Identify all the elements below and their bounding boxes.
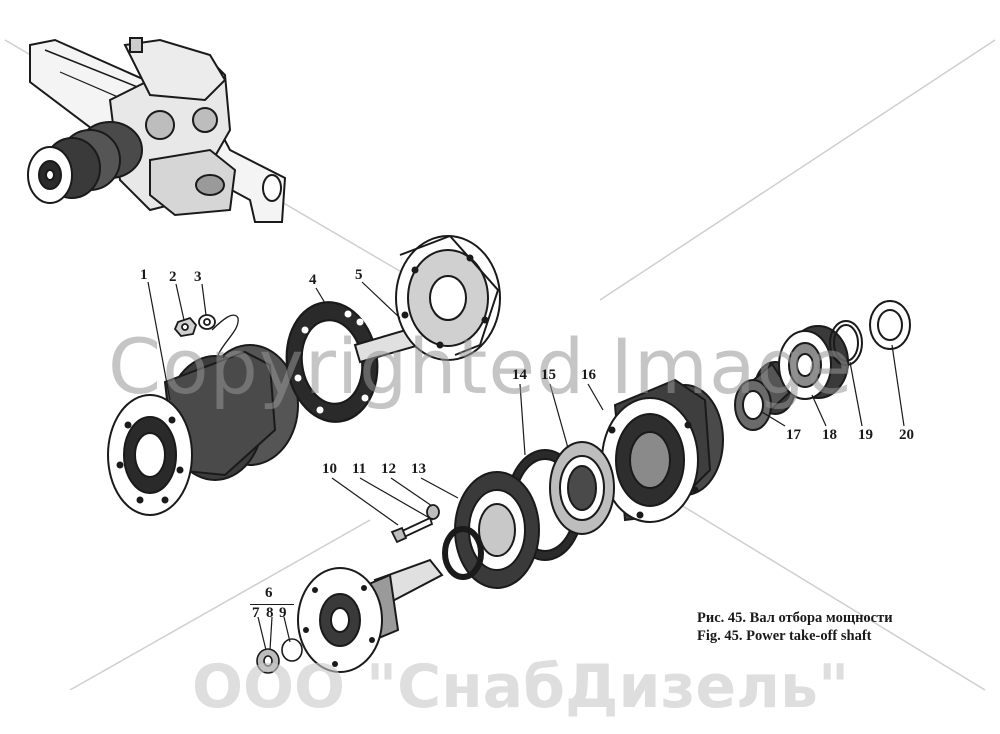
leader-lines bbox=[147, 281, 905, 651]
callout-3: 3 bbox=[194, 269, 202, 285]
o-ring bbox=[442, 526, 484, 580]
caption-russian: Рис. 45. Вал отбора мощности bbox=[697, 610, 893, 626]
copyright-watermark: Copyrighted Image bbox=[108, 322, 854, 411]
callout-9: 9 bbox=[279, 605, 287, 621]
callout-5: 5 bbox=[355, 267, 363, 283]
callout-20: 20 bbox=[899, 427, 914, 443]
part-17-sleeve bbox=[734, 361, 796, 431]
part-2-nut bbox=[173, 316, 198, 337]
part-4-gasket bbox=[285, 301, 379, 423]
callout-10: 10 bbox=[322, 461, 337, 477]
callout-11: 11 bbox=[352, 461, 367, 477]
callout-16: 16 bbox=[581, 367, 596, 383]
callout-17: 17 bbox=[786, 427, 801, 443]
callout-4: 4 bbox=[309, 272, 317, 288]
part-18-bearing bbox=[778, 325, 849, 400]
callout-14: 14 bbox=[512, 367, 527, 383]
callout-8: 8 bbox=[266, 605, 274, 621]
callout-group-divider bbox=[250, 604, 294, 605]
part-16-housing bbox=[601, 378, 724, 523]
output-flange-shaft bbox=[297, 558, 444, 673]
callout-15: 15 bbox=[541, 367, 556, 383]
part-1-housing bbox=[107, 344, 299, 516]
callout-19: 19 bbox=[858, 427, 873, 443]
callout-6: 6 bbox=[265, 585, 273, 601]
callout-1: 1 bbox=[140, 267, 148, 283]
part-19-snap-ring bbox=[829, 320, 863, 366]
callout-18: 18 bbox=[822, 427, 837, 443]
callout-12: 12 bbox=[381, 461, 396, 477]
part-12-nut bbox=[426, 504, 440, 520]
callout-13: 13 bbox=[411, 461, 426, 477]
parts-7-8-9-fasteners bbox=[256, 638, 303, 674]
company-watermark: ООО "СнабДизель" bbox=[192, 652, 850, 722]
locking-wire bbox=[211, 314, 239, 356]
assembled-pto-unit bbox=[27, 37, 287, 223]
part-5-shaft-flange bbox=[353, 234, 501, 364]
callout-2: 2 bbox=[169, 269, 177, 285]
caption-english: Fig. 45. Power take-off shaft bbox=[697, 628, 872, 644]
part-10-bolt bbox=[390, 516, 434, 544]
part-20-lock-washer bbox=[869, 300, 911, 350]
part-15-bearing bbox=[549, 441, 615, 535]
part-3-washer bbox=[198, 314, 216, 330]
callout-7: 7 bbox=[252, 605, 260, 621]
